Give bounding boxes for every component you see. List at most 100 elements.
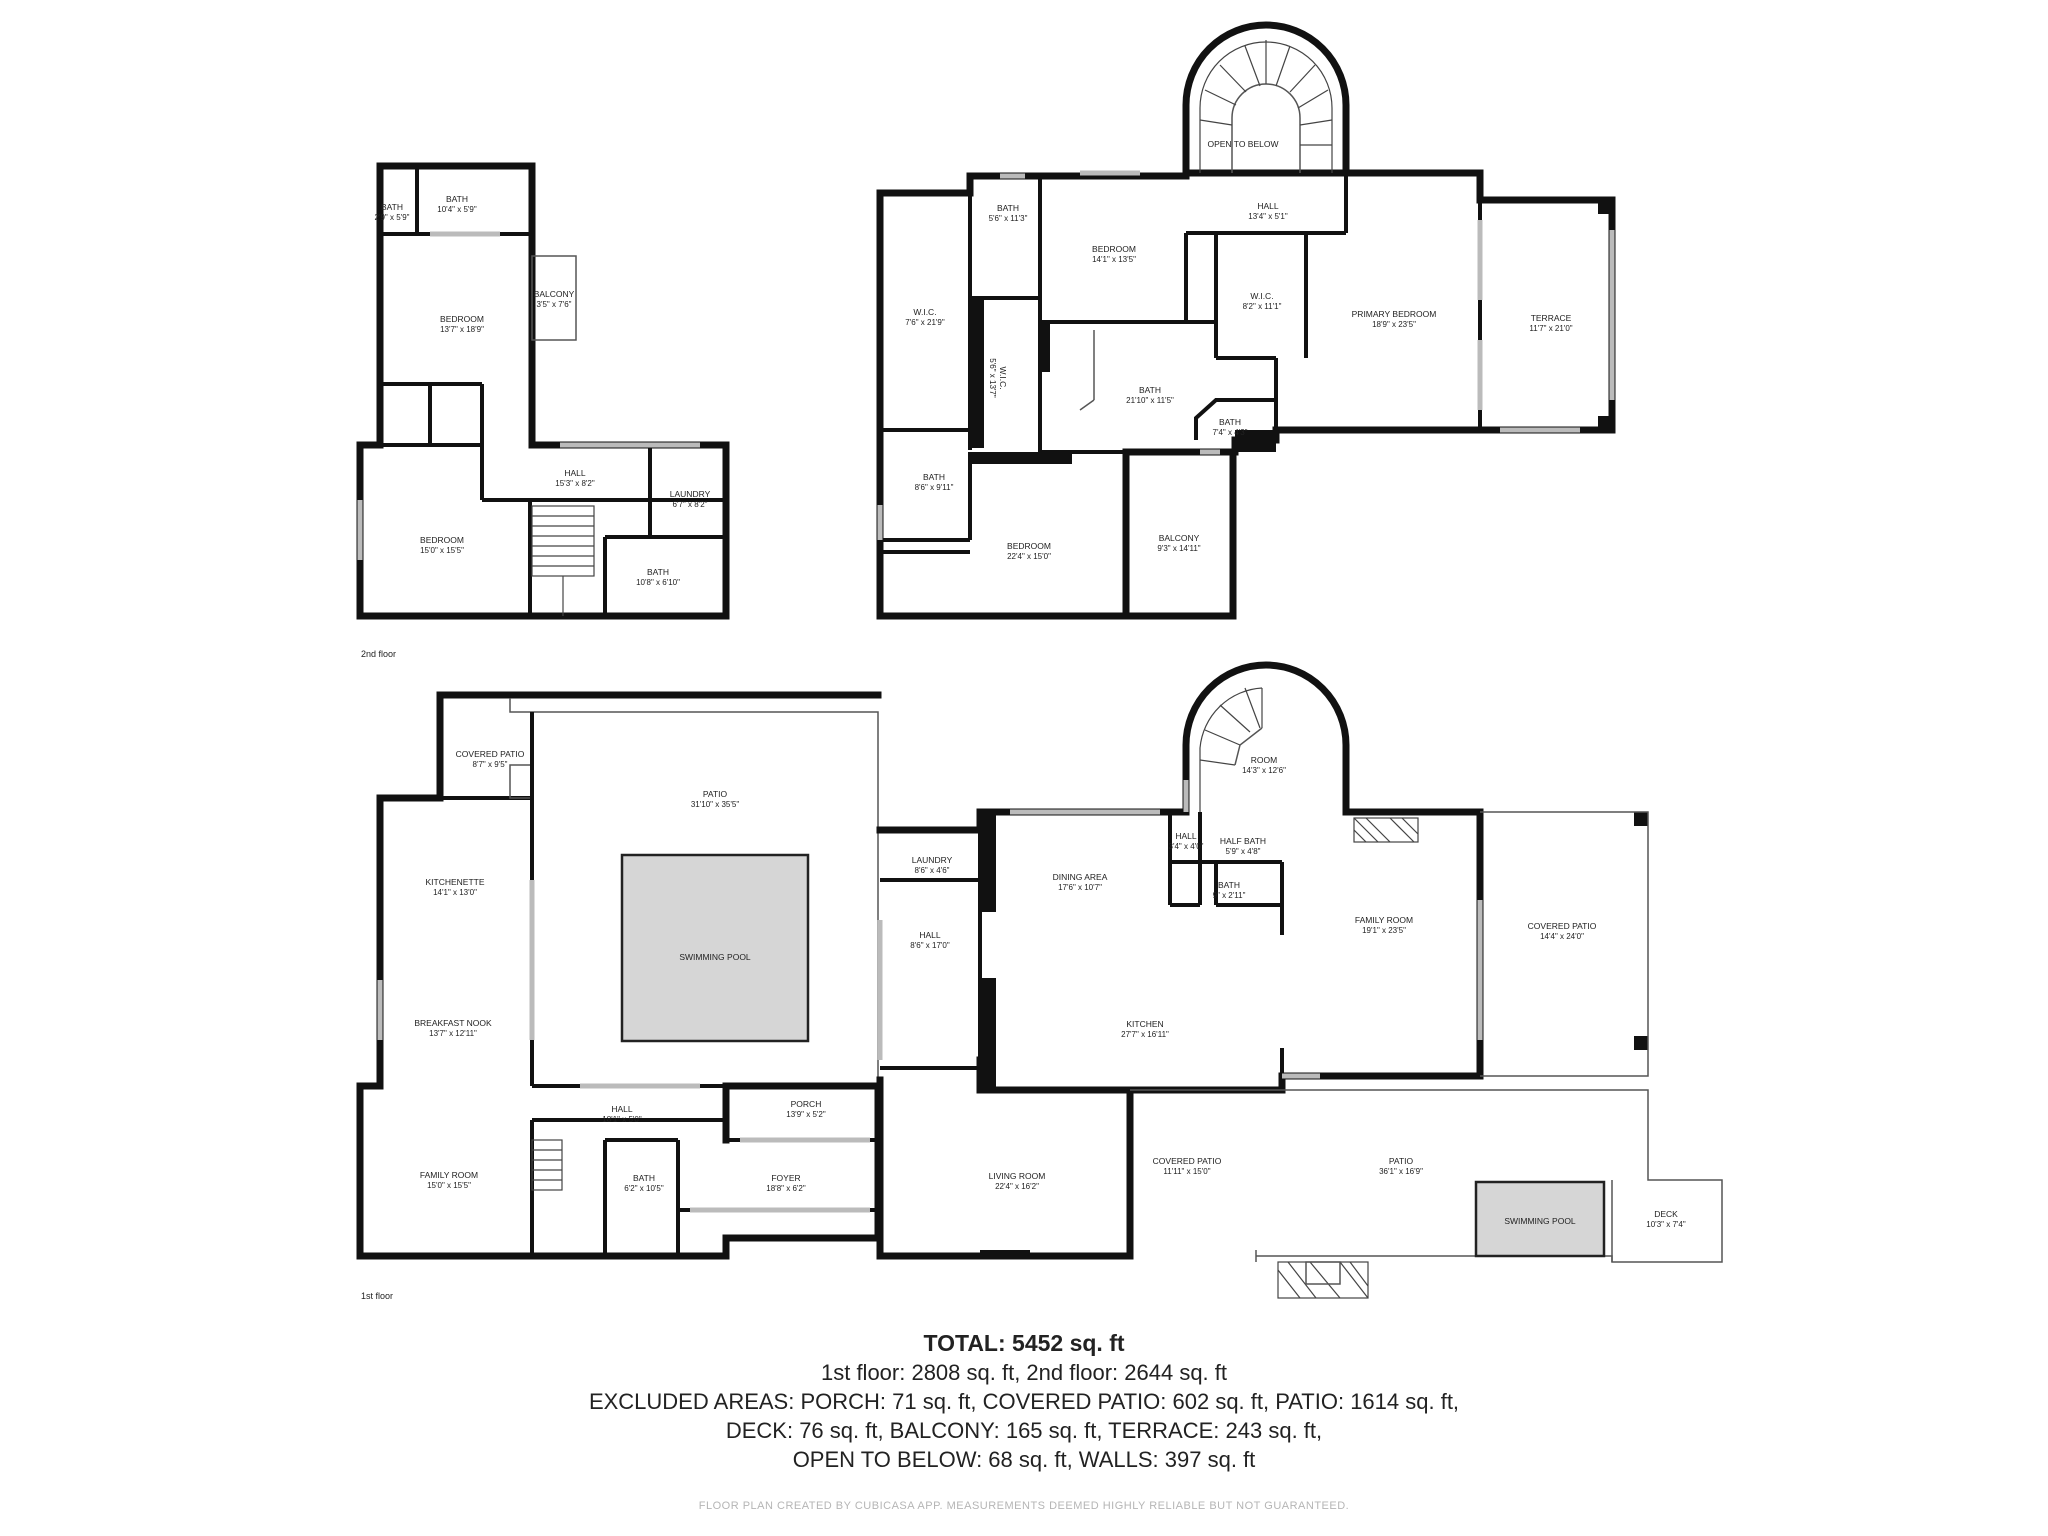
room-dims: 27'7" x 16'11" — [1121, 1030, 1169, 1039]
room-name: HALL — [564, 468, 586, 478]
room-name: BALCONY — [1159, 533, 1200, 543]
room-name: HALF BATH — [1220, 836, 1266, 846]
room-dims: 15'0" x 15'5" — [427, 1181, 471, 1190]
excluded-areas-line-3: OPEN TO BELOW: 68 sq. ft, WALLS: 397 sq.… — [792, 1447, 1256, 1472]
room-name: HALL — [1257, 201, 1279, 211]
room-dims: 17'6" x 10'7" — [1058, 883, 1102, 892]
room-dims: 3'4" x 4'0" — [1169, 842, 1204, 851]
room-name: PATIO — [1389, 1156, 1414, 1166]
room-name: HALL — [611, 1104, 633, 1114]
room-name: COVERED PATIO — [1528, 921, 1597, 931]
room-name: BATH — [1219, 417, 1241, 427]
room-dims: 14'1" x 13'0" — [433, 888, 477, 897]
room-dims: 15'3" x 8'2" — [555, 479, 595, 488]
room-dims: 8'6" x 17'0" — [910, 941, 950, 950]
excluded-areas-line-1: EXCLUDED AREAS: PORCH: 71 sq. ft, COVERE… — [588, 1389, 1460, 1414]
room-name: BEDROOM — [420, 535, 464, 545]
room-labels-first-floor: COVERED PATIO 8'7" x 9'5" PATIO 31'10" x… — [361, 749, 1686, 1301]
room-dims: 13'7" x 12'11" — [429, 1029, 477, 1038]
room-dims: 21'10" x 11'5" — [1126, 396, 1174, 405]
floor-label-2nd: 2nd floor — [361, 649, 396, 659]
room-name: COVERED PATIO — [456, 749, 525, 759]
room-name: LIVING ROOM — [989, 1171, 1046, 1181]
room-name: HALL — [1175, 831, 1197, 841]
second-floor-right-wing — [876, 21, 1616, 620]
room-dims: 3'5" x 7'6" — [537, 300, 572, 309]
room-name: BREAKFAST NOOK — [414, 1018, 492, 1028]
second-floor-left-wing — [356, 162, 730, 620]
room-name: W.I.C. — [1250, 291, 1273, 301]
room-dims: 14'3" x 12'6" — [1242, 766, 1286, 775]
room-dims: 31'10" x 35'5" — [691, 800, 739, 809]
room-name: FOYER — [771, 1173, 800, 1183]
room-name: FAMILY ROOM — [420, 1170, 478, 1180]
room-name: PORCH — [791, 1099, 822, 1109]
floor-plan-drawing: BATH 10'4" x 5'9" BATH 2'9" x 5'9" BEDRO… — [356, 21, 1723, 1301]
room-dims: 14'1" x 13'5" — [1092, 255, 1136, 264]
floor-label-1st: 1st floor — [361, 1291, 393, 1301]
room-dims: 11'11" x 15'0" — [1163, 1167, 1210, 1176]
disclaimer-footer: FLOOR PLAN CREATED BY CUBICASA APP. MEAS… — [698, 1500, 1350, 1512]
room-name: COVERED PATIO — [1153, 1156, 1222, 1166]
room-dims: 22'4" x 16'2" — [995, 1182, 1039, 1191]
room-name: PRIMARY BEDROOM — [1352, 309, 1437, 319]
room-dims: 13'7" x 18'9" — [440, 325, 484, 334]
room-dims: 9'3" x 14'11" — [1157, 544, 1200, 553]
room-dims: 18'9" x 23'5" — [1372, 320, 1416, 329]
room-name: BEDROOM — [440, 314, 484, 324]
room-name: BATH — [381, 202, 403, 212]
excluded-areas-line-2: DECK: 76 sq. ft, BALCONY: 165 sq. ft, TE… — [725, 1418, 1323, 1443]
room-name: HALL — [919, 930, 941, 940]
room-name: BATH — [1139, 385, 1161, 395]
room-dims: 8'6" x 4'6" — [915, 866, 950, 875]
room-dims: 10'4" x 5'9" — [437, 205, 477, 214]
room-name: SWIMMING POOL — [1504, 1216, 1576, 1226]
room-dims: 15'0" x 15'5" — [420, 546, 464, 555]
room-dims: 6'2" x 10'5" — [624, 1184, 664, 1193]
room-name: KITCHEN — [1126, 1019, 1163, 1029]
room-name: SWIMMING POOL — [679, 952, 751, 962]
room-dims: 5'6" x 13'7" — [988, 358, 997, 398]
room-dims: 19'1" x 23'5" — [1362, 926, 1406, 935]
room-dims: 8'2" x 11'1" — [1243, 302, 1282, 311]
room-dims: 6'7" x 8'2" — [673, 500, 708, 509]
area-summary: TOTAL: 5452 sq. ft 1st floor: 2808 sq. f… — [0, 1328, 2048, 1474]
room-name: DECK — [1654, 1209, 1678, 1219]
room-name: OPEN TO BELOW — [1207, 139, 1278, 149]
room-name: PATIO — [703, 789, 728, 799]
swimming-pool-east — [1474, 1180, 1606, 1258]
room-name: FAMILY ROOM — [1355, 915, 1413, 925]
room-dims: 18'8" x 6'2" — [766, 1184, 806, 1193]
room-name: KITCHENETTE — [425, 877, 484, 887]
room-name: BEDROOM — [1007, 541, 1051, 551]
first-floor-east-wing — [876, 661, 1723, 1299]
room-dims: 7'4" x 4'3" — [1213, 428, 1248, 437]
room-dims: 8'6" x 9'11" — [915, 483, 954, 492]
swimming-pool-west — [620, 853, 810, 1043]
room-name: BATH — [446, 194, 468, 204]
first-floor-west-wing — [356, 691, 882, 1260]
room-dims: 9" x 2'11" — [1213, 891, 1246, 900]
total-area: TOTAL: 5452 sq. ft — [923, 1330, 1125, 1356]
room-name: BATH — [633, 1173, 655, 1183]
room-name: ROOM — [1251, 755, 1277, 765]
room-name: BATH — [923, 472, 945, 482]
room-name: DINING AREA — [1053, 872, 1108, 882]
room-name: BATH — [997, 203, 1019, 213]
room-dims: 10'8" x 6'10" — [636, 578, 680, 587]
room-name: BEDROOM — [1092, 244, 1136, 254]
room-name: BATH — [647, 567, 669, 577]
room-labels-second-floor: BATH 10'4" x 5'9" BATH 2'9" x 5'9" BEDRO… — [361, 139, 1573, 659]
room-dims: 5'6" x 11'3" — [989, 214, 1028, 223]
room-dims: 10'3" x 7'4" — [1646, 1220, 1686, 1229]
room-name: W.I.C. — [913, 307, 936, 317]
floor-areas: 1st floor: 2808 sq. ft, 2nd floor: 2644 … — [820, 1360, 1228, 1385]
room-dims: 8'7" x 9'5" — [473, 760, 508, 769]
room-dims: 14'4" x 24'0" — [1540, 932, 1584, 941]
room-dims: 2'9" x 5'9" — [375, 213, 410, 222]
room-name: BATH — [1218, 880, 1240, 890]
room-name: LAUNDRY — [670, 489, 711, 499]
room-name: TERRACE — [1531, 313, 1572, 323]
room-dims: 13'9" x 5'2" — [786, 1110, 826, 1119]
room-dims: 7'6" x 21'9" — [905, 318, 945, 327]
